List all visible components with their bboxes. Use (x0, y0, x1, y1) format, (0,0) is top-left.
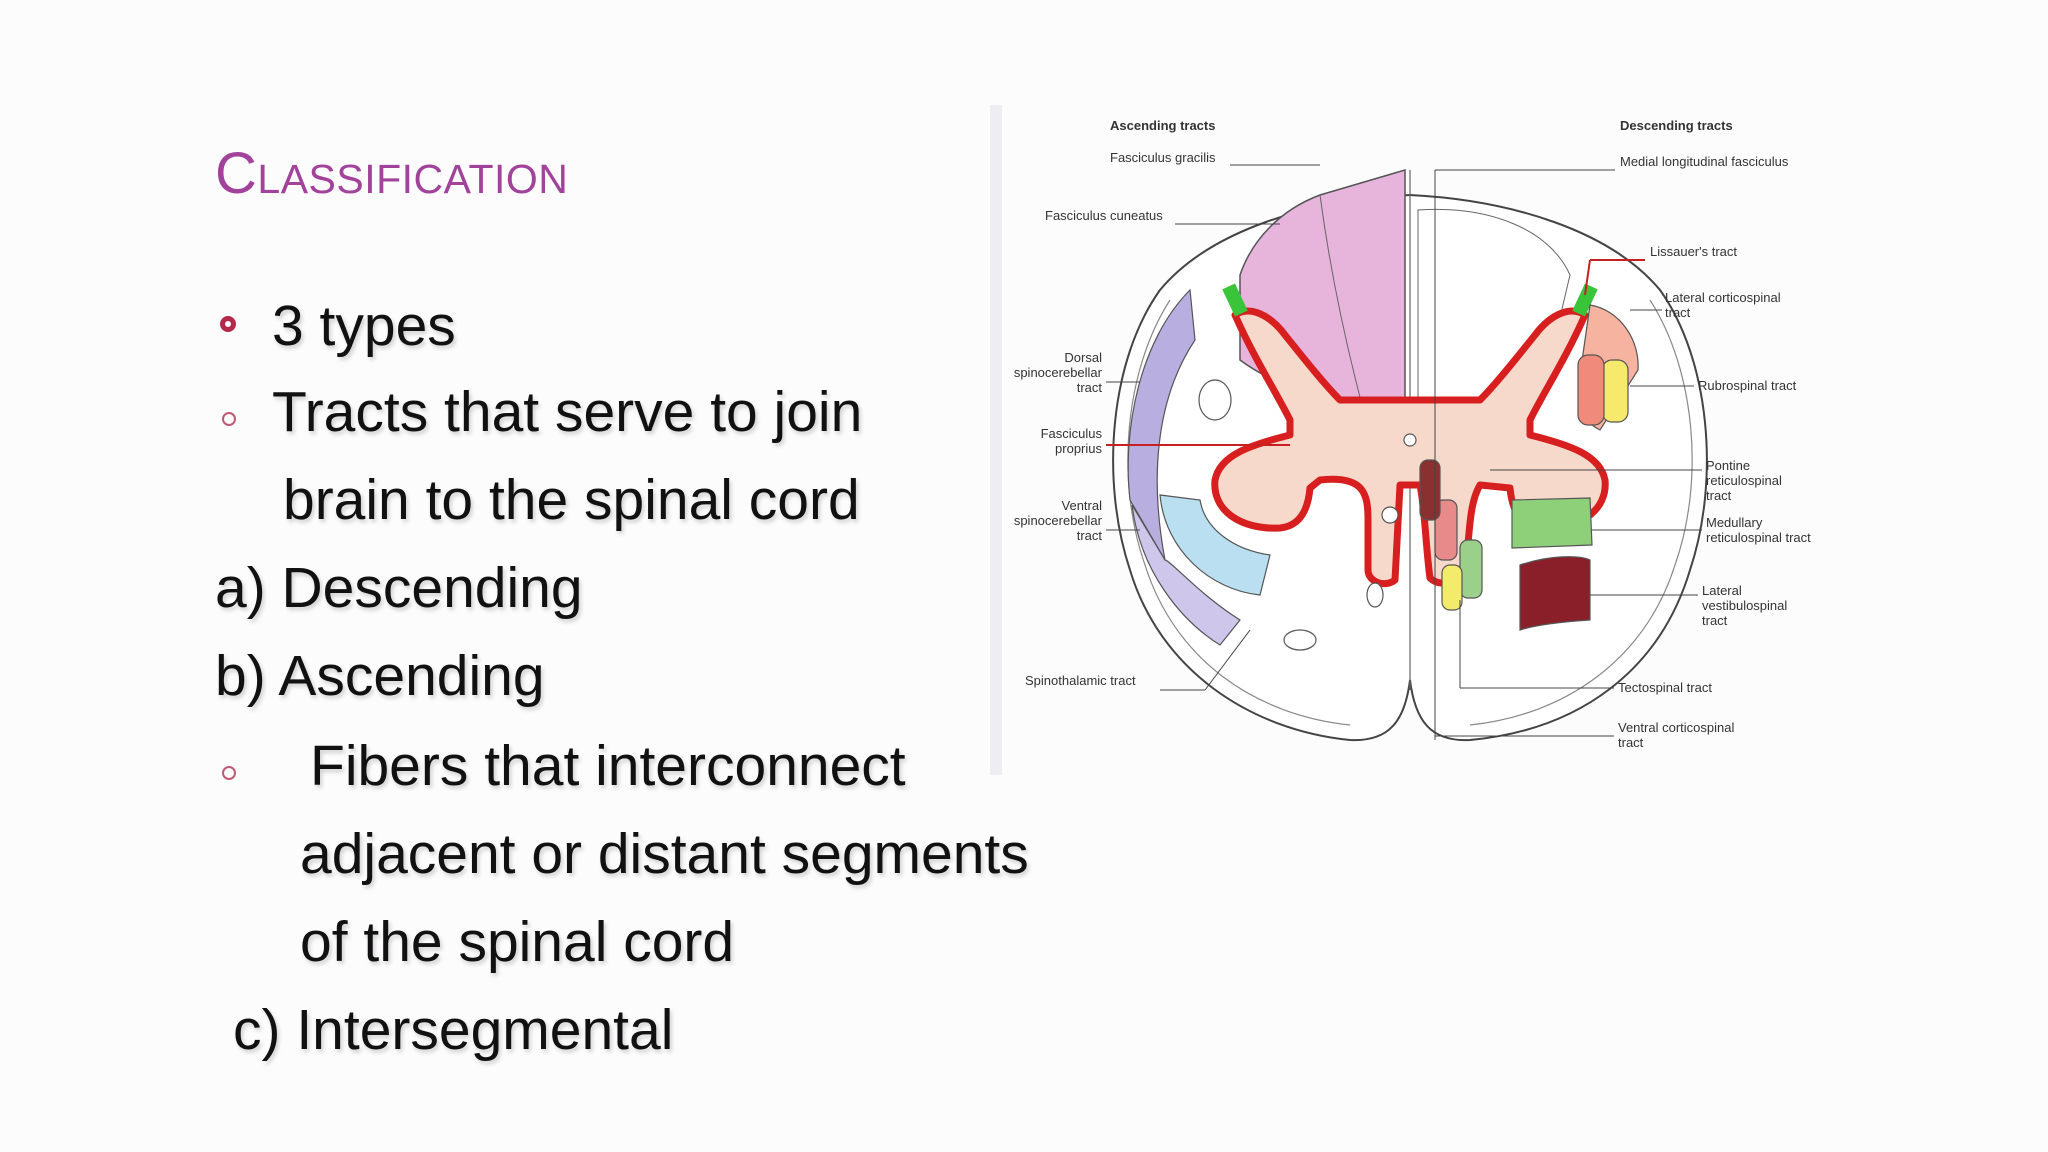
label-medial-longitudinal: Medial longitudinal fasciculus (1620, 154, 1789, 169)
spinal-cord-cross-section-diagram: Ascending tracts Fasciculus gracilis Fas… (1014, 118, 1811, 750)
label-ventral-spinocerebellar-3: tract (1077, 528, 1103, 543)
label-dorsal-spinocerebellar-1: Dorsal (1064, 350, 1102, 365)
label-ventral-corticospinal-2: tract (1618, 735, 1644, 750)
label-fasciculus-proprius-1: Fasciculus (1041, 426, 1103, 441)
label-lateral-vestibulospinal-2: vestibulospinal (1702, 598, 1787, 613)
bullet-circle-icon (220, 316, 236, 332)
label-pontine-reticulospinal-3: tract (1706, 488, 1732, 503)
lateral-vestibulospinal-region (1519, 556, 1591, 631)
label-spinothalamic: Spinothalamic tract (1025, 673, 1136, 688)
label-descending-tracts: Descending tracts (1620, 118, 1733, 133)
gray-matter (1211, 307, 1609, 588)
label-lateral-corticospinal-1: Lateral corticospinal (1665, 290, 1781, 305)
bullet-types: 3 types (272, 294, 456, 358)
label-fasciculus-proprius-2: proprius (1055, 441, 1102, 456)
label-tectospinal: Tectospinal tract (1618, 680, 1712, 695)
label-dorsal-spinocerebellar-3: tract (1077, 380, 1103, 395)
bullet-fibers-line1: Fibers that interconnect (310, 734, 906, 798)
label-fasciculus-gracilis: Fasciculus gracilis (1110, 150, 1216, 165)
label-lateral-corticospinal-2: tract (1665, 305, 1691, 320)
label-rubrospinal: Rubrospinal tract (1698, 378, 1797, 393)
label-ascending-tracts: Ascending tracts (1110, 118, 1215, 133)
label-ventral-spinocerebellar-2: spinocerebellar (1014, 513, 1103, 528)
label-lateral-vestibulospinal-1: Lateral (1702, 583, 1742, 598)
label-medullary-reticulospinal-2: reticulospinal tract (1706, 530, 1811, 545)
label-dorsal-spinocerebellar-2: spinocerebellar (1014, 365, 1103, 380)
label-pontine-reticulospinal-2: reticulospinal (1706, 473, 1782, 488)
slide-title: Classification (215, 141, 569, 206)
medullary-reticulospinal-region (1511, 497, 1593, 549)
label-pontine-reticulospinal-1: Pontine (1706, 458, 1750, 473)
bullet-tracts-line1: Tracts that serve to join (272, 380, 863, 444)
item-intersegmental: c) Intersegmental (233, 998, 674, 1062)
bullet-tracts-line2: brain to the spinal cord (283, 468, 860, 532)
item-ascending: b) Ascending (215, 644, 545, 708)
label-medullary-reticulospinal-1: Medullary (1706, 515, 1763, 530)
figure-divider (990, 105, 1002, 775)
label-lissauers: Lissauer's tract (1650, 244, 1737, 259)
bullet-fibers-line2: adjacent or distant segments (300, 822, 1029, 886)
ventral-spinocerebellar-region (1159, 494, 1271, 596)
item-descending: a) Descending (215, 556, 583, 620)
bullet-circle-icon (222, 412, 236, 426)
label-ventral-spinocerebellar-1: Ventral (1062, 498, 1103, 513)
label-lateral-vestibulospinal-3: tract (1702, 613, 1728, 628)
bullet-fibers-line3: of the spinal cord (300, 910, 735, 974)
label-fasciculus-cuneatus: Fasciculus cuneatus (1045, 208, 1163, 223)
bullet-circle-icon (222, 766, 236, 780)
label-ventral-corticospinal-1: Ventral corticospinal (1618, 720, 1734, 735)
